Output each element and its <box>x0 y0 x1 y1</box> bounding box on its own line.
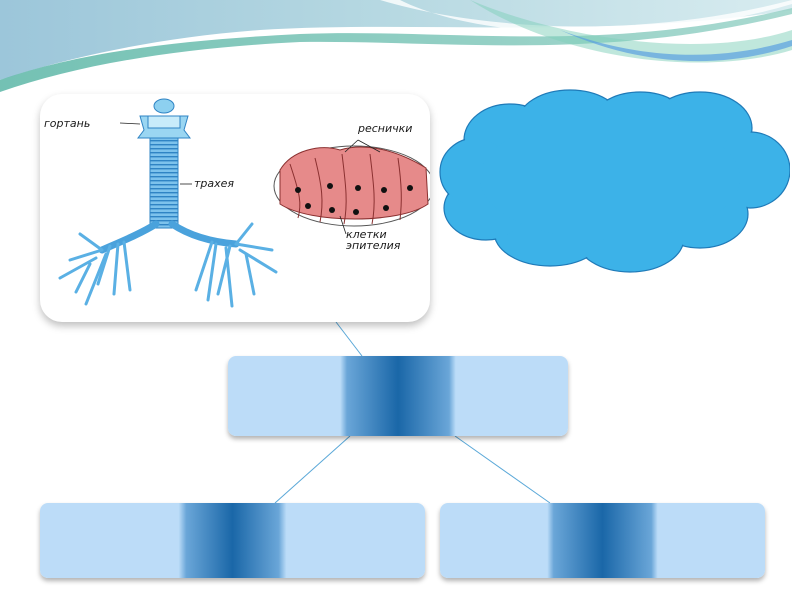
illustration-panel: гортань трахея реснички клетки эпителия <box>40 94 430 322</box>
bronchi <box>98 220 240 254</box>
node-bottom-left <box>40 503 425 578</box>
label-cells-line2: эпителия <box>346 239 401 252</box>
epithelium-shape <box>273 145 430 227</box>
node-top <box>228 356 568 436</box>
cloud-shape <box>439 89 790 273</box>
trachea-tube <box>149 137 179 229</box>
header-swoosh <box>0 0 792 92</box>
node-bottom-right <box>440 503 765 578</box>
label-cells-line1: клетки <box>346 228 387 241</box>
label-cilia: реснички <box>357 122 412 135</box>
trachea-illustration: гортань трахея реснички клетки эпителия <box>44 98 430 308</box>
label-larynx: гортань <box>44 117 90 130</box>
larynx-shape <box>137 98 191 139</box>
bronchioles <box>58 222 278 308</box>
label-trachea: трахея <box>194 177 234 190</box>
